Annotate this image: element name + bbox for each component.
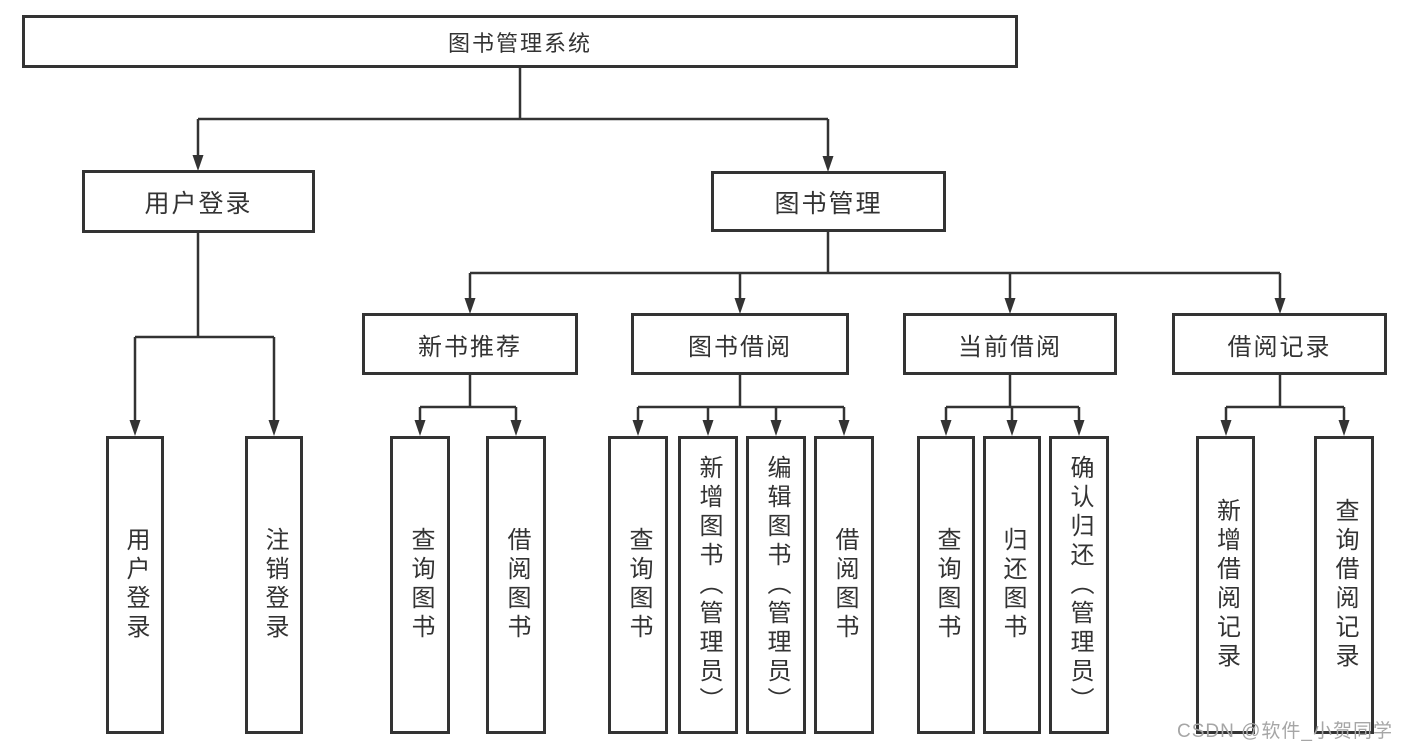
node-library-system: 图书管理系统 [22,15,1018,68]
tree-edges [133,68,1346,423]
leaf-label: 新增图书（管理员） [695,454,722,716]
node-borrow-records: 借阅记录 [1172,313,1387,375]
leaf-newbooks-borrow-books: 借阅图书 [486,436,546,734]
node-label: 图书管理系统 [447,30,592,56]
node-label: 当前借阅 [958,333,1062,361]
node-label: 图书管理 [774,189,883,218]
node-book-management: 图书管理 [711,171,946,232]
leaf-label: 注销登录 [261,527,288,643]
leaf-current-query-books: 查询图书 [917,436,975,734]
leaf-label: 确认归还（管理员） [1066,454,1093,716]
leaf-current-return-books: 归还图书 [983,436,1041,734]
leaf-label: 查询图书 [625,527,652,643]
node-user-login: 用户登录 [82,170,315,233]
node-label: 新书推荐 [418,333,522,361]
leaf-borrow-edit-books-admin: 编辑图书（管理员） [746,436,806,734]
leaf-label: 查询图书 [933,527,960,643]
leaf-label: 借阅图书 [503,527,530,643]
leaf-newbooks-query-books: 查询图书 [390,436,450,734]
node-label: 用户登录 [144,189,253,218]
leaf-label: 编辑图书（管理员） [763,454,790,716]
leaf-label: 查询图书 [407,527,434,643]
leaf-borrow-add-books-admin: 新增图书（管理员） [678,436,738,734]
node-current-borrow: 当前借阅 [903,313,1117,375]
leaf-label: 查询借阅记录 [1331,498,1358,672]
leaf-user-login: 用户登录 [106,436,164,734]
leaf-label: 归还图书 [999,527,1026,643]
node-book-borrow: 图书借阅 [631,313,849,375]
leaf-label: 用户登录 [122,527,149,643]
leaf-borrow-borrow-books: 借阅图书 [814,436,874,734]
arrowheads [129,155,1350,436]
leaf-records-add-record: 新增借阅记录 [1196,436,1255,734]
leaf-records-query-record: 查询借阅记录 [1314,436,1374,734]
node-label: 图书借阅 [688,333,792,361]
leaf-current-confirm-return-admin: 确认归还（管理员） [1049,436,1109,734]
node-new-book-recommend: 新书推荐 [362,313,578,375]
node-label: 借阅记录 [1227,333,1332,361]
leaf-label: 借阅图书 [831,527,858,643]
leaf-logout: 注销登录 [245,436,303,734]
csdn-watermark: CSDN @软件_小贺同学 [1177,721,1393,742]
leaf-borrow-query-books: 查询图书 [608,436,668,734]
leaf-label: 新增借阅记录 [1212,498,1240,672]
